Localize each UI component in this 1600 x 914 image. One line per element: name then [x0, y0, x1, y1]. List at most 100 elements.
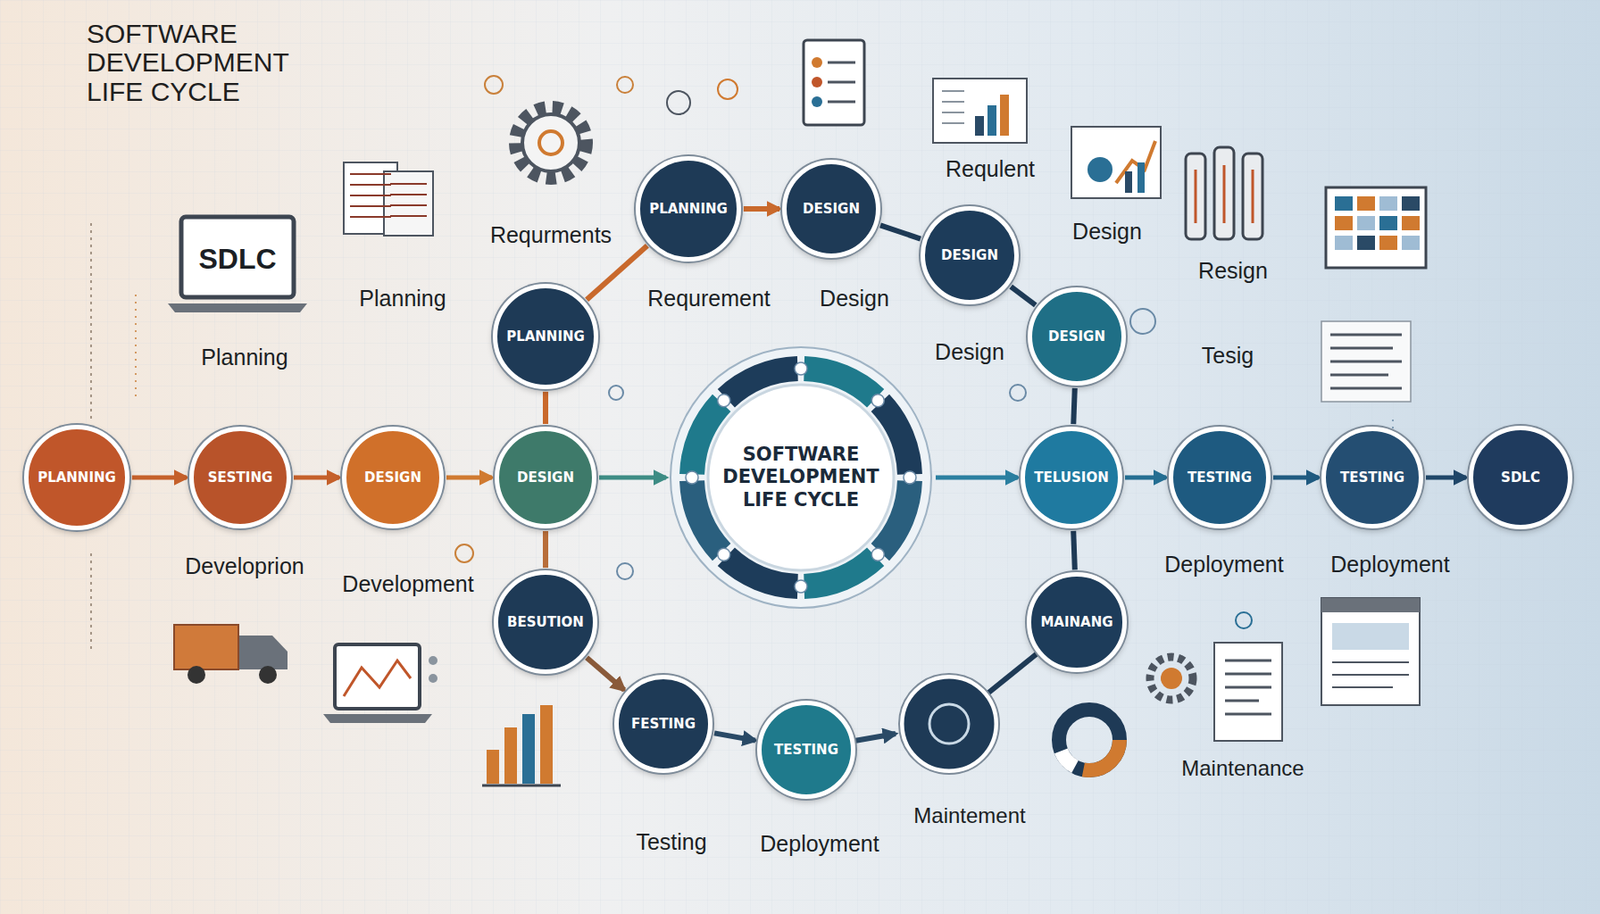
phase-circle: TESTING — [757, 700, 856, 800]
cycle-link — [586, 245, 648, 300]
phase-circle: TESTING — [1168, 426, 1271, 529]
flow-arrow — [714, 733, 756, 741]
clipboard-icon — [803, 40, 865, 125]
laptop-chart — [428, 656, 438, 666]
phase-name: DESIGN — [941, 247, 999, 264]
donut-chart — [1058, 709, 1120, 771]
flow-arrow — [293, 475, 340, 481]
bar-chart — [486, 750, 500, 784]
grid-board — [1379, 235, 1398, 250]
clipboard-icon — [811, 96, 823, 108]
chart-board — [1137, 162, 1145, 193]
flow-arrow — [586, 658, 625, 691]
phase-name: FESTING — [631, 716, 696, 733]
phase-label: Deployment — [759, 831, 879, 858]
phase-circle: DESIGN — [920, 206, 1019, 305]
chart-board — [941, 91, 965, 124]
phase-label: Maintement — [913, 803, 1025, 829]
phase-name: PLANNING — [649, 200, 728, 217]
screen-label: SDLC — [198, 242, 276, 276]
ring-dot — [903, 471, 917, 484]
gear-icon — [515, 107, 587, 179]
grid-board — [1357, 196, 1375, 211]
truck-icon — [174, 625, 288, 684]
flow-arrow — [743, 206, 780, 212]
decor-dots — [484, 75, 503, 94]
phase-circle: PLANNING — [492, 283, 599, 390]
phase-circle: TESTING — [1321, 426, 1424, 529]
cycle-link — [542, 531, 549, 568]
ring-dot — [794, 362, 808, 375]
phase-circle: FESTING — [614, 675, 713, 774]
phase-name: MAINANG — [1040, 614, 1113, 631]
phase-label: Planning — [358, 285, 446, 312]
cycle-link — [1073, 531, 1075, 571]
leader-lines — [90, 223, 92, 420]
ring-circle — [929, 704, 969, 744]
laptop-chart — [323, 714, 433, 724]
donut-chart — [1058, 709, 1120, 771]
center-cycle-ring: SOFTWARE DEVELOPMENT LIFE CYCLE — [668, 345, 934, 610]
grid-board — [1401, 216, 1420, 231]
phase-circle: BESUTION — [493, 570, 598, 675]
clipboard-icon — [811, 57, 823, 68]
decor-dots — [1009, 384, 1026, 401]
phase-circle: MAINANG — [1026, 572, 1126, 672]
phase-name: TESTING — [774, 741, 839, 759]
document-icon — [1214, 642, 1283, 742]
phase-label: Development — [341, 571, 474, 598]
truck-icon — [258, 666, 277, 684]
chart-board — [1071, 126, 1161, 199]
chart-board — [1071, 126, 1161, 199]
chart-board — [933, 78, 1027, 143]
grid-board — [1334, 235, 1353, 250]
flow-arrow — [446, 475, 492, 481]
bar-chart — [522, 714, 535, 784]
phase-name: DESIGN — [1048, 328, 1106, 345]
truck-icon — [187, 666, 206, 684]
list-panel — [1321, 321, 1411, 402]
laptop-chart — [334, 644, 420, 709]
small-gear — [1150, 657, 1193, 700]
phase-circle: SESTING — [189, 426, 292, 529]
chart-board — [1116, 141, 1156, 184]
leader-lines — [134, 294, 137, 402]
laptop-chart — [343, 660, 411, 697]
laptop-icon — [167, 216, 308, 313]
truck-icon — [174, 625, 239, 670]
window-panel — [1332, 662, 1409, 688]
phase-label: Design — [934, 339, 1005, 366]
clipboard-icon — [827, 62, 856, 102]
grid-board — [1334, 216, 1353, 231]
phase-name: PLANNING — [37, 469, 117, 486]
ring-circle — [899, 674, 1000, 775]
ring-dot — [794, 580, 808, 593]
ring-circle — [901, 676, 997, 772]
small-gear — [1150, 657, 1193, 700]
phase-label: Planning — [200, 344, 288, 371]
phase-name: TESTING — [1187, 469, 1252, 486]
phase-circle: DESIGN — [341, 426, 444, 529]
cycle-link — [880, 225, 921, 239]
clipboard-icon — [811, 76, 823, 88]
phase-name: BESUTION — [507, 614, 584, 631]
gear-icon — [515, 107, 587, 179]
decor-dots — [455, 544, 474, 563]
ring-outline — [670, 347, 932, 609]
ring-dot — [685, 471, 699, 484]
phase-label: Maintenance — [1181, 756, 1304, 782]
chart-board — [975, 116, 984, 136]
list-panel — [1330, 334, 1402, 389]
phase-name: PLANNING — [506, 328, 585, 345]
ring-dot — [871, 548, 884, 561]
phase-label: Testing — [635, 829, 707, 856]
grid-board — [1379, 196, 1398, 211]
laptop-icon — [181, 216, 294, 298]
chart-board — [1000, 94, 1009, 136]
phase-name: TELUSION — [1033, 469, 1109, 486]
diagram-title: SOFTWARE DEVELOPMENT LIFE CYCLE — [86, 19, 310, 107]
decor-dots — [455, 75, 1252, 629]
spreadsheet-icon — [350, 174, 427, 217]
